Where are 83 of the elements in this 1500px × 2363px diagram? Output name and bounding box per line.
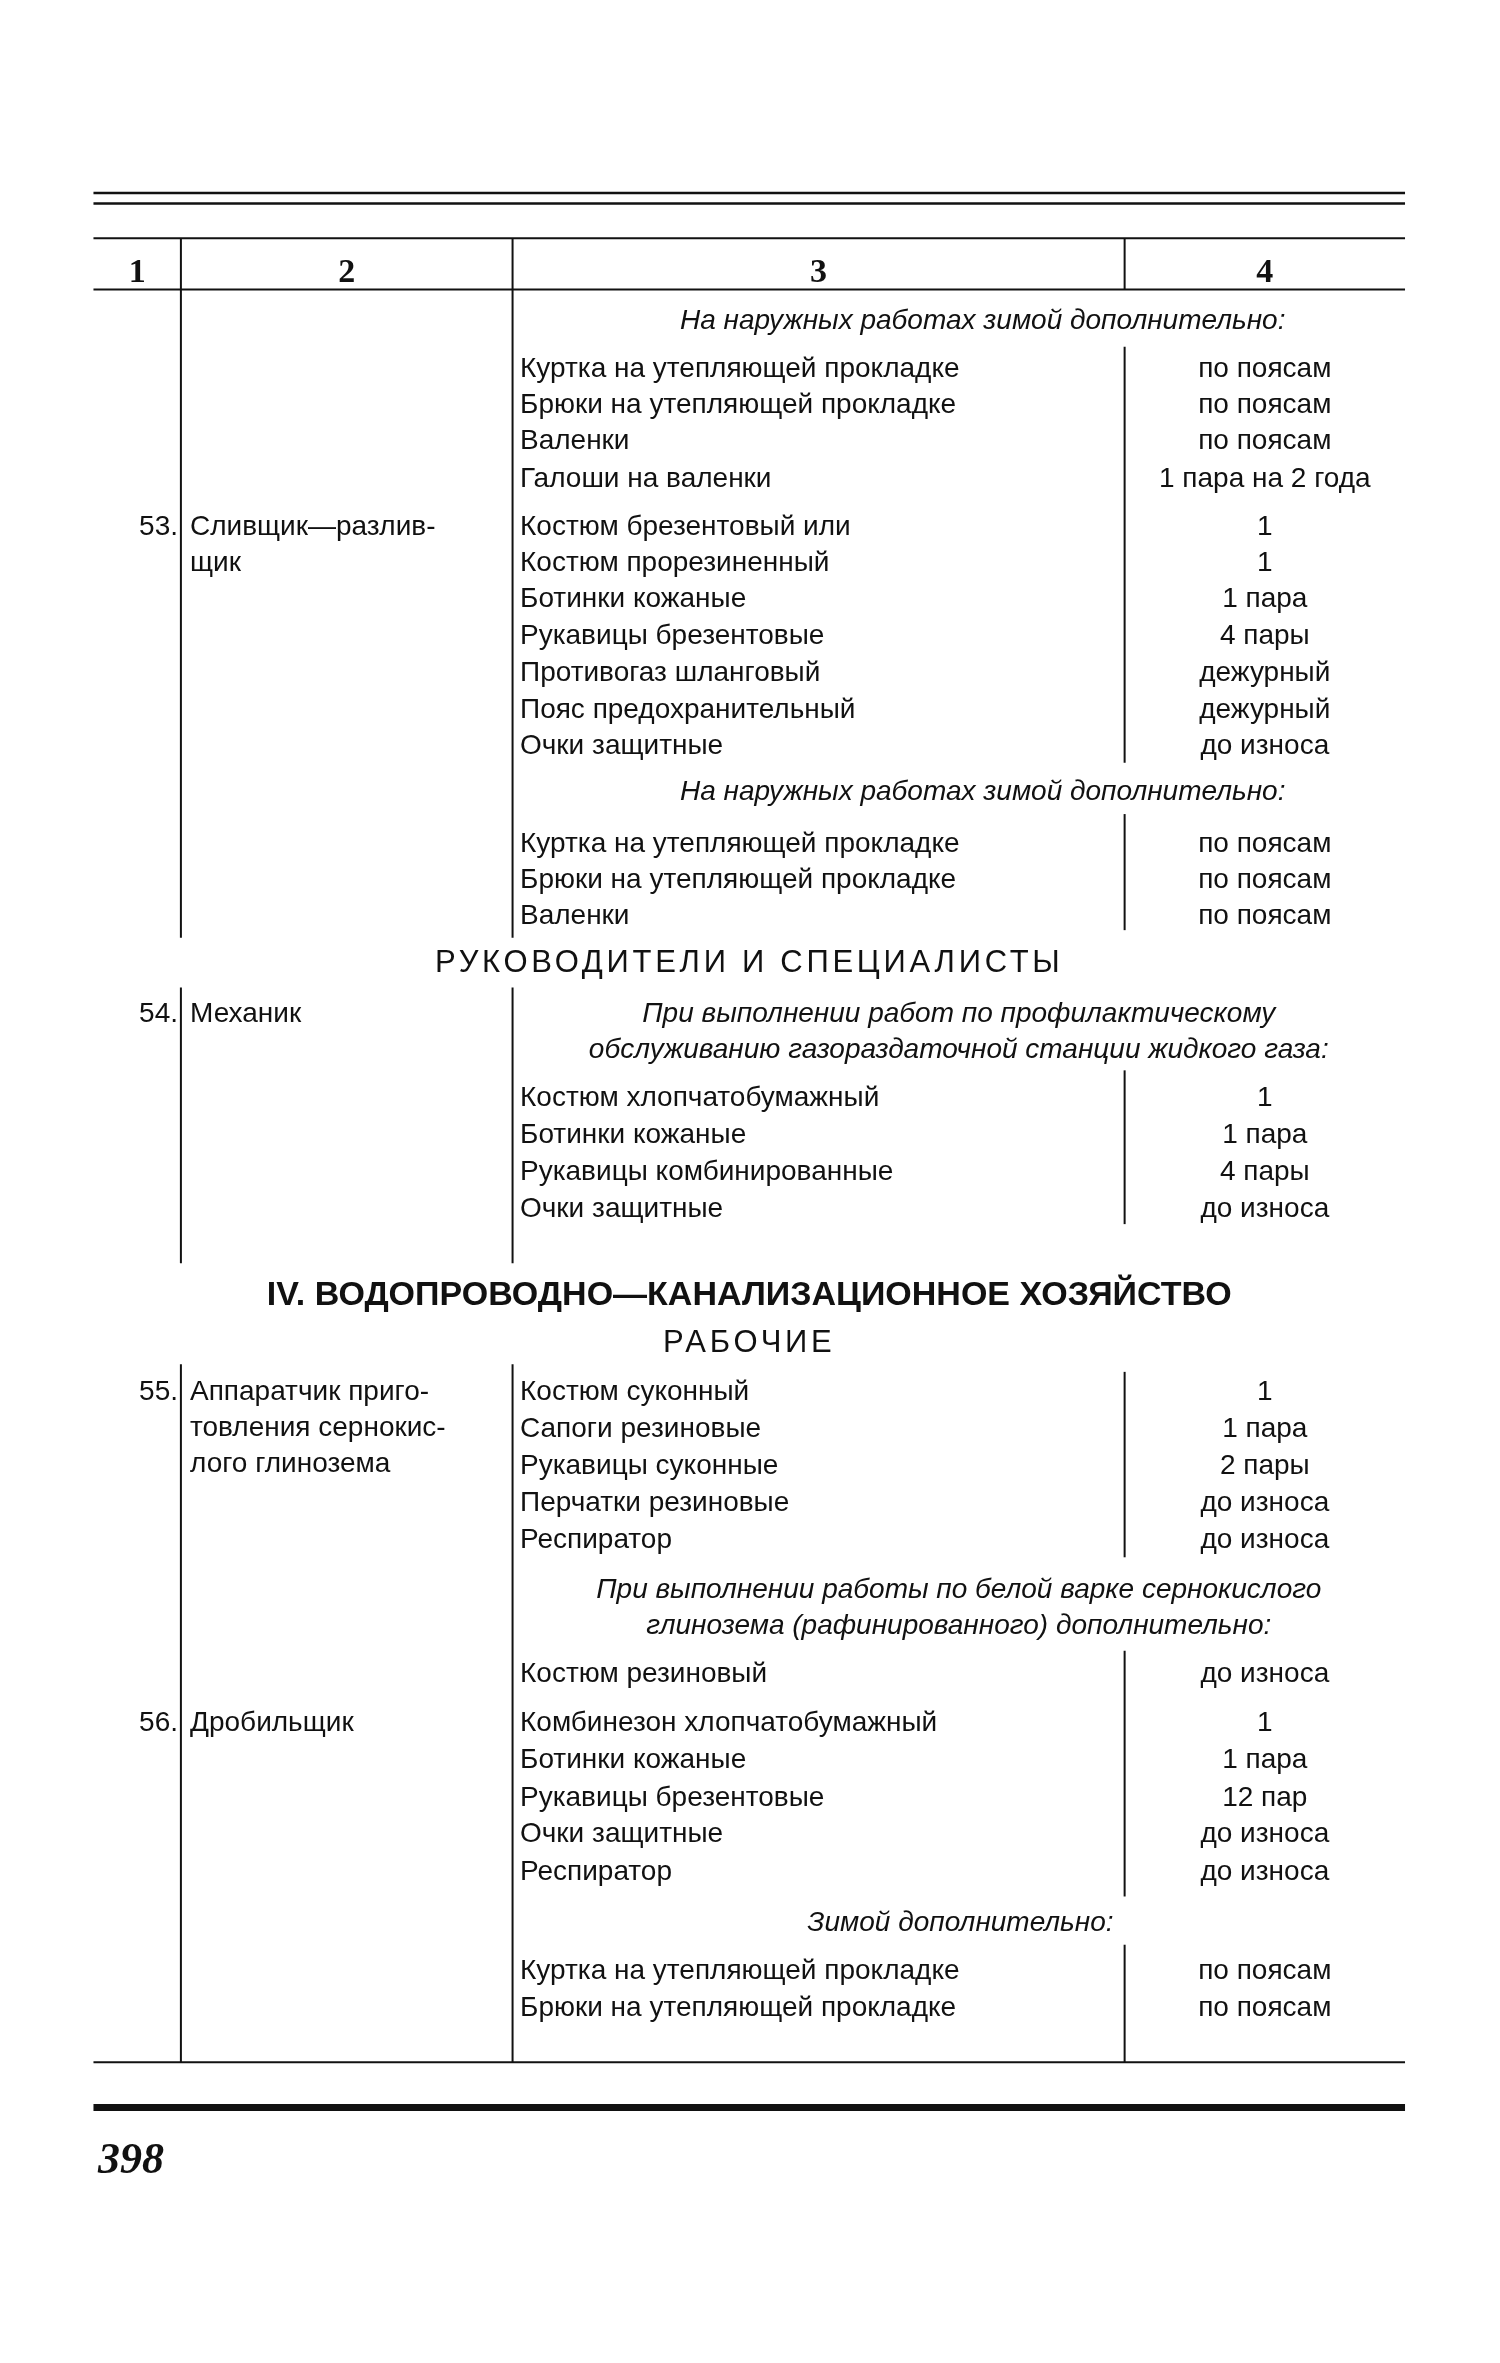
condition-note: На наружных работах зимой дополнительно: [679,774,1286,809]
item-name: Комбинезон хлопчатобумажный [520,1704,938,1739]
section-heading: IV. ВОДОПРОВОДНО—КАНАЛИЗАЦИОННОЕ ХОЗЯЙСТВО [265,1275,1233,1312]
row-number: 56. [138,1704,178,1739]
quantity: 1 пара [1221,581,1309,616]
column-header: 4 [1255,253,1275,290]
column-header: 3 [809,253,829,290]
item-name: Брюки на утепляющей прокладке [520,1989,957,2024]
quantity: 1 пара [1221,1116,1309,1151]
column-header: 2 [337,253,357,290]
quantity: 2 пары [1218,1448,1311,1483]
item-name: Очки защитные [520,1816,724,1851]
quantity: по поясам [1197,423,1333,458]
condition-note: При выполнении работ по профилактическому обслуживанию газораздаточной станции жидкого газа: [588,996,1329,1067]
row-number: 55. [138,1374,178,1409]
item-name: Костюм суконный [520,1374,750,1409]
item-name: Сапоги резиновые [520,1410,762,1445]
quantity: 1 [1256,509,1274,544]
row-number: 53. [138,509,178,544]
occupation-name: Сливщик—разлив- щик [190,509,437,580]
quantity: до износа [1199,1484,1331,1519]
item-name: Респиратор [520,1853,672,1888]
item-name: Респиратор [520,1522,672,1557]
quantity: до износа [1199,1656,1331,1691]
quantity: до износа [1199,1190,1331,1225]
quantity: 1 пара на 2 года [1158,460,1372,495]
section-heading: РАБОЧИЕ [662,1323,837,1360]
item-name: Рукавицы комбинированные [520,1154,894,1189]
section-heading: РУКОВОДИТЕЛИ И СПЕЦИАЛИСТЫ [433,943,1065,980]
item-name: Рукавицы брезентовые [520,617,825,652]
item-name: Рукавицы суконные [520,1448,779,1483]
item-name: Галоши на валенки [520,460,772,495]
quantity: 1 [1256,1704,1274,1739]
item-name: Куртка на утепляющей прокладке [520,825,960,860]
quantity: 1 [1256,545,1274,580]
quantity: до износа [1199,1853,1331,1888]
item-name: Костюм хлопчатобумажный [520,1080,880,1115]
quantity: 4 пары [1218,617,1311,652]
quantity: по поясам [1197,350,1333,385]
occupation-name: Аппаратчик приго- товления сернокис- лого глинозема [190,1374,447,1481]
quantity: по поясам [1197,898,1333,933]
quantity: 1 [1256,1080,1274,1115]
occupation-name: Дробильщик [190,1704,355,1739]
item-name: Рукавицы брезентовые [520,1780,825,1814]
page-number: 398 [98,2133,164,2184]
quantity: до износа [1199,1522,1331,1557]
quantity: по поясам [1197,861,1333,896]
condition-note: На наружных работах зимой дополнительно: [679,302,1286,337]
quantity: 12 пар [1221,1780,1309,1814]
item-name: Куртка на утепляющей прокладке [520,350,960,385]
quantity: по поясам [1197,387,1333,421]
quantity: 1 пара [1221,1410,1309,1445]
item-name: Очки защитные [520,727,724,762]
item-name: Костюм брезентовый или [520,509,851,544]
condition-note: При выполнении работы по белой варке сернокислого глинозема (рафинированного) дополнительно: [596,1572,1322,1643]
occupation-name: Механик [190,996,303,1031]
item-name: Пояс предохранительный [520,691,856,726]
item-name: Ботинки кожаные [520,1116,747,1151]
quantity: 1 пара [1221,1742,1309,1777]
item-name: Валенки [520,423,630,458]
item-name: Ботинки кожаные [520,1742,747,1777]
item-name: Костюм резиновый [520,1656,768,1691]
quantity: 4 пары [1218,1154,1311,1189]
item-name: Костюм прорезиненный [520,545,830,580]
quantity: до износа [1199,727,1331,762]
quantity: дежурный [1198,691,1332,726]
quantity: до износа [1199,1816,1331,1851]
item-name: Валенки [520,898,630,933]
quantity: дежурный [1198,655,1332,690]
quantity: по поясам [1197,1989,1333,2024]
condition-note: Зимой дополнительно: [807,1905,1114,1940]
column-header: 1 [127,253,147,290]
item-name: Очки защитные [520,1190,724,1225]
item-name: Брюки на утепляющей прокладке [520,861,957,896]
item-name: Противогаз шланговый [520,655,821,690]
row-number: 54. [138,996,178,1031]
quantity: 1 [1256,1374,1274,1409]
item-name: Ботинки кожаные [520,581,747,616]
item-name: Брюки на утепляющей прокладке [520,387,957,421]
quantity: по поясам [1197,1953,1333,1988]
item-name: Куртка на утепляющей прокладке [520,1953,960,1988]
quantity: по поясам [1197,825,1333,860]
item-name: Перчатки резиновые [520,1484,790,1519]
